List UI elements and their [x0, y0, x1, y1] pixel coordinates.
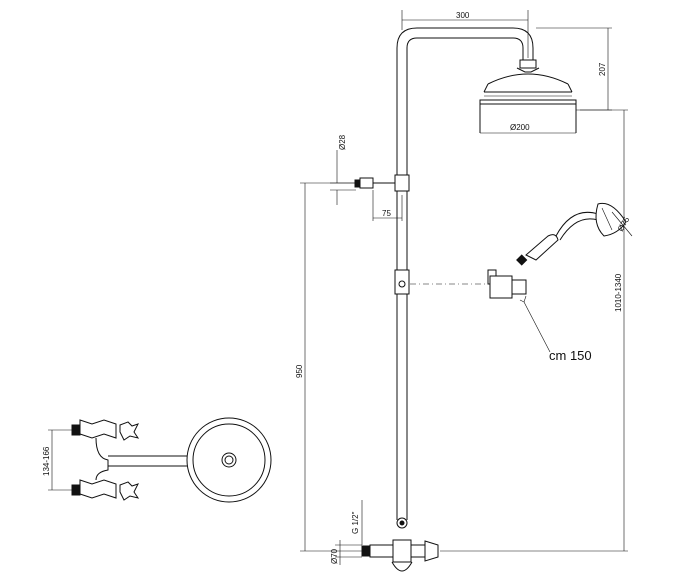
hose-length-label: cm 150 [549, 348, 592, 363]
inlet-spacing-label: 134-166 [42, 446, 51, 476]
riser-pipe [396, 27, 534, 520]
handshower-holder [394, 269, 527, 299]
base-valve [361, 517, 439, 572]
top-bracket [354, 174, 410, 192]
outlet-height-label: 950 [295, 364, 304, 378]
dimension-lines [300, 10, 633, 565]
hand-shower [516, 202, 627, 266]
wall-mount-view [48, 417, 272, 503]
total-height-label: 1010-1340 [614, 273, 623, 312]
bracket-offset-label: 75 [382, 209, 391, 218]
thread-label: G 1/2" [351, 511, 360, 534]
head-diameter-label: Ø200 [510, 123, 530, 132]
base-diameter-label: Ø70 [330, 548, 339, 564]
arm-width-label: 300 [456, 11, 470, 20]
shower-head [479, 59, 577, 133]
inlet-diameter-label: Ø28 [338, 134, 347, 150]
head-height-label: 207 [598, 62, 607, 76]
